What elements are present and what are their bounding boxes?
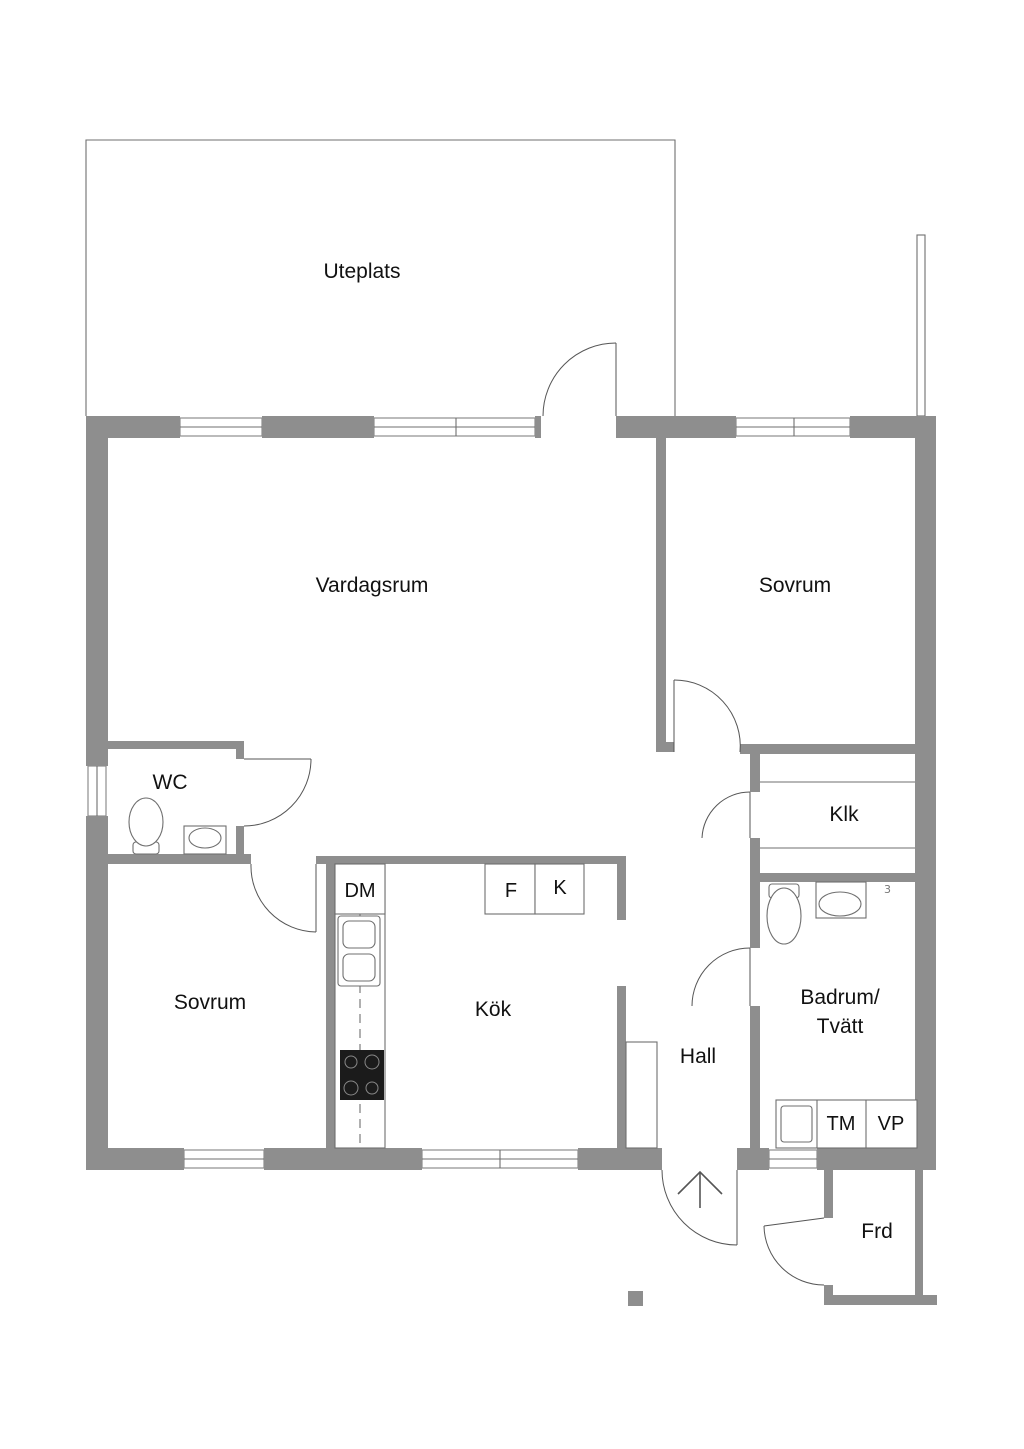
label-dm: DM [344,880,375,902]
label-kok: Kök [475,998,512,1021]
fixtures: 3 [128,781,918,1149]
label-f: F [505,880,517,902]
label-sovrum-right: Sovrum [759,574,831,597]
doors [243,342,825,1286]
label-vp: VP [878,1113,905,1135]
label-badrum-line2: Tvätt [817,1015,864,1038]
windows [87,417,851,1169]
label-uteplats: Uteplats [323,260,400,283]
label-sovrum-left: Sovrum [174,991,246,1014]
walls [86,416,937,1306]
label-frd: Frd [861,1220,893,1243]
label-tm: TM [827,1113,856,1135]
svg-text:3: 3 [884,883,891,896]
fixture-labels: DM F K TM VP [344,877,904,1135]
label-hall: Hall [680,1045,716,1068]
label-vardagsrum: Vardagsrum [316,574,429,597]
room-labels: Uteplats Vardagsrum Sovrum WC Klk Sovrum… [153,260,893,1243]
label-k: K [553,877,567,899]
label-klk: Klk [829,803,859,826]
terrace [85,139,926,417]
label-badrum-line1: Badrum/ [800,986,880,1009]
label-wc: WC [153,771,188,794]
